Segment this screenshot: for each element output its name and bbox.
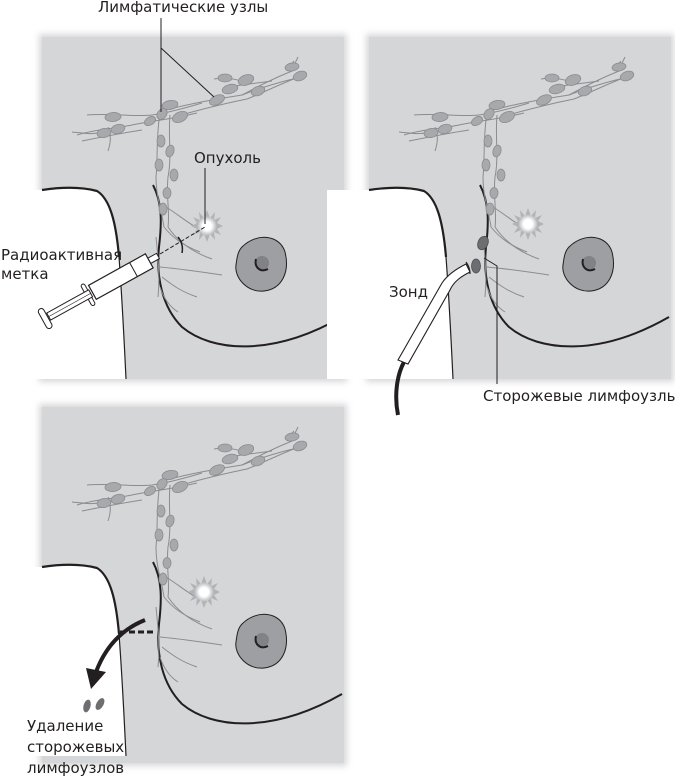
- injection-path: [159, 226, 206, 255]
- label-removal-1: Удаление: [27, 717, 104, 735]
- label-lymph-nodes: Лимфатические узлы: [98, 0, 269, 16]
- label-tumor: Опухоль: [194, 149, 261, 167]
- panel-3-illustration: [0, 426, 344, 758]
- label-probe: Зонд: [389, 283, 428, 301]
- sentinel-node: [477, 235, 489, 251]
- panel-2-illustration: [325, 56, 671, 416]
- label-sentinel-nodes: Сторожевые лимфоузлы: [483, 387, 675, 405]
- label-removal-3: лимфоузлов: [27, 759, 125, 777]
- tumor-icon: [188, 576, 220, 608]
- lymph-label-pointer-2: [160, 47, 215, 98]
- label-removal-2: сторожевых: [27, 738, 125, 756]
- tumor-icon: [191, 210, 223, 242]
- label-tracer-2: метка: [1, 265, 49, 283]
- breast-outline: [325, 183, 671, 381]
- removal-arrow: [94, 618, 146, 673]
- removed-node: [83, 699, 91, 713]
- panel-1-illustration: [0, 18, 344, 381]
- label-tracer-1: Радиоактивная: [1, 246, 123, 264]
- syringe-icon: [37, 252, 161, 330]
- tumor-icon: [512, 208, 544, 240]
- sentinel-node: [471, 258, 481, 274]
- arrow-head-icon: [86, 668, 106, 689]
- skin-entry-mark: [177, 236, 184, 254]
- removed-node: [95, 698, 105, 710]
- probe-icon: [394, 261, 471, 416]
- sentinel-label-pointer: [483, 257, 498, 384]
- breast-outline: [0, 183, 344, 381]
